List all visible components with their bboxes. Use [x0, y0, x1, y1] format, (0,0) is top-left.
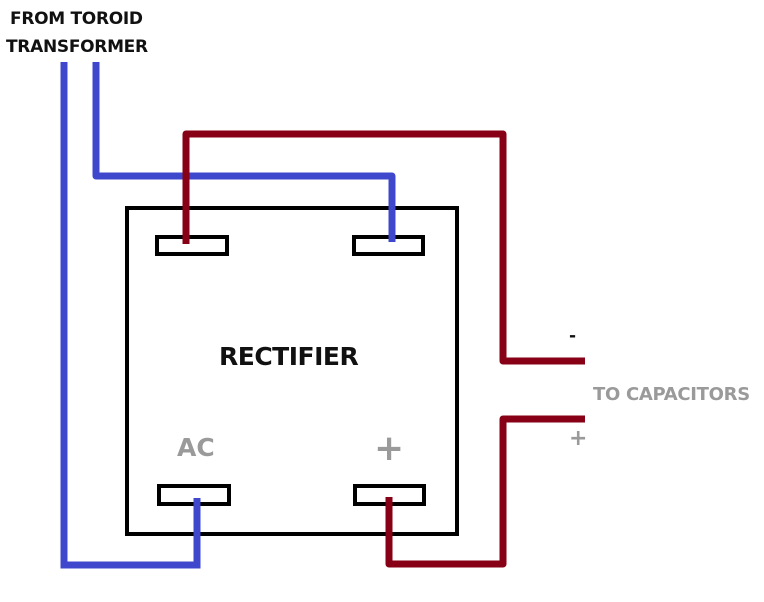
output-label: TO CAPACITORS [593, 384, 750, 405]
output-minus-label: - [569, 326, 577, 346]
rectifier-body [125, 206, 459, 536]
terminal-plus-label: + [374, 428, 405, 469]
output-plus-label: + [569, 426, 588, 451]
component-label: RECTIFIER [219, 342, 359, 371]
dc-plus-wire [385, 415, 585, 568]
ac-wire-2 [92, 62, 396, 242]
dc-minus-wire [182, 130, 585, 365]
terminal-top-left [155, 235, 229, 256]
ac-wire-1 [60, 62, 201, 569]
source-label-line1: FROM TOROID [10, 9, 143, 29]
source-label-line2: TRANSFORMER [6, 37, 148, 57]
terminal-ac-label: AC [177, 433, 215, 462]
